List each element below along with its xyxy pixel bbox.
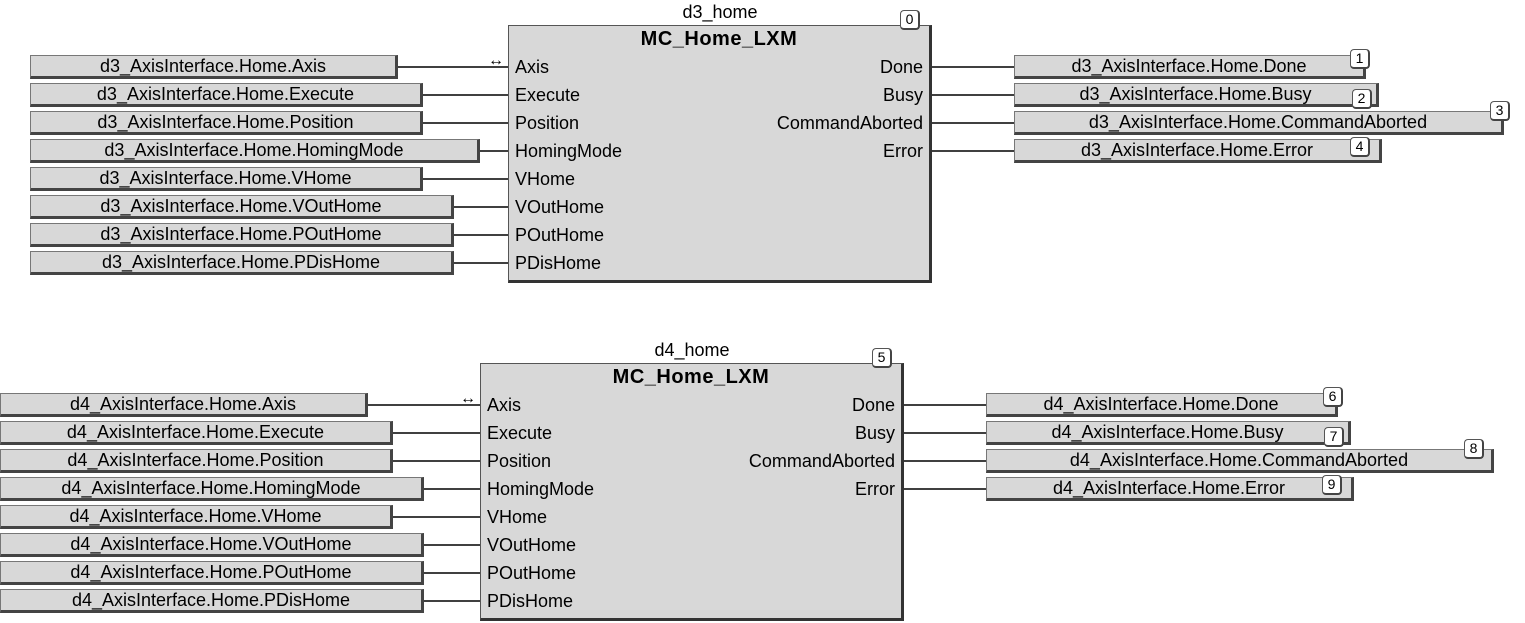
output-order-badge: 1 bbox=[1350, 49, 1370, 69]
input-variable-box[interactable]: d3_AxisInterface.Home.VOutHome bbox=[30, 195, 454, 219]
output-pin: Busy bbox=[882, 85, 923, 105]
block-order-badge: 0 bbox=[900, 10, 920, 30]
input-variable-box[interactable]: d3_AxisInterface.Home.PDisHome bbox=[30, 251, 454, 275]
input-variable-box[interactable]: d3_AxisInterface.Home.VHome bbox=[30, 167, 423, 191]
output-pin: CommandAborted bbox=[748, 451, 895, 471]
output-pin: Done bbox=[879, 57, 923, 77]
input-pin: Axis bbox=[487, 395, 522, 415]
input-pin: POutHome bbox=[515, 225, 605, 245]
output-order-badge: 4 bbox=[1350, 137, 1370, 157]
block-instance-name: d4_home bbox=[654, 340, 730, 360]
block-order-badge: 5 bbox=[872, 348, 892, 368]
output-pin: CommandAborted bbox=[776, 113, 923, 133]
input-pin: VOutHome bbox=[515, 197, 605, 217]
output-variable-box[interactable]: d3_AxisInterface.Home.CommandAborted bbox=[1014, 111, 1504, 135]
input-variable-box[interactable]: d4_AxisInterface.Home.Position bbox=[0, 449, 393, 473]
output-variable-box[interactable]: d4_AxisInterface.Home.Busy bbox=[986, 421, 1351, 445]
output-pin: Error bbox=[855, 479, 895, 499]
input-pin: HomingMode bbox=[487, 479, 595, 499]
output-order-badge: 7 bbox=[1324, 427, 1344, 447]
output-order-badge: 8 bbox=[1464, 439, 1484, 459]
input-pin: Execute bbox=[515, 85, 581, 105]
input-pin: VHome bbox=[515, 169, 576, 189]
output-variable-box[interactable]: d4_AxisInterface.Home.Error bbox=[986, 477, 1354, 501]
output-order-badge: 2 bbox=[1352, 89, 1372, 109]
input-pin: Position bbox=[515, 113, 580, 133]
input-variable-box[interactable]: d4_AxisInterface.Home.VHome bbox=[0, 505, 393, 529]
input-pin: HomingMode bbox=[515, 141, 623, 161]
inout-arrow-icon: ↔ bbox=[460, 390, 476, 407]
output-variable-box[interactable]: d3_AxisInterface.Home.Done bbox=[1014, 55, 1366, 79]
output-variable-box[interactable]: d4_AxisInterface.Home.Done bbox=[986, 393, 1338, 417]
inout-arrow-icon: ↔ bbox=[488, 52, 504, 69]
output-variable-box[interactable]: d3_AxisInterface.Home.Error bbox=[1014, 139, 1382, 163]
input-variable-box[interactable]: d4_AxisInterface.Home.PDisHome bbox=[0, 589, 424, 613]
input-pin: PDisHome bbox=[515, 253, 602, 273]
input-pin: VOutHome bbox=[487, 535, 577, 555]
input-variable-box[interactable]: d3_AxisInterface.Home.Axis bbox=[30, 55, 398, 79]
input-variable-box[interactable]: d4_AxisInterface.Home.POutHome bbox=[0, 561, 424, 585]
input-pin: Position bbox=[487, 451, 552, 471]
output-pin: Busy bbox=[854, 423, 895, 443]
block-type-name: MC_Home_LXM bbox=[640, 28, 798, 50]
output-order-badge: 6 bbox=[1323, 387, 1343, 407]
output-order-badge: 3 bbox=[1490, 101, 1510, 121]
input-variable-box[interactable]: d3_AxisInterface.Home.POutHome bbox=[30, 223, 454, 247]
block-type-name: MC_Home_LXM bbox=[612, 366, 770, 388]
input-variable-box[interactable]: d3_AxisInterface.Home.HomingMode bbox=[30, 139, 480, 163]
input-variable-box[interactable]: d3_AxisInterface.Home.Position bbox=[30, 111, 423, 135]
output-variable-box[interactable]: d4_AxisInterface.Home.CommandAborted bbox=[986, 449, 1494, 473]
output-order-badge: 9 bbox=[1322, 475, 1342, 495]
input-pin: Axis bbox=[515, 57, 550, 77]
input-pin: POutHome bbox=[487, 563, 577, 583]
block-instance-name: d3_home bbox=[682, 2, 758, 22]
output-pin: Done bbox=[851, 395, 895, 415]
input-variable-box[interactable]: d3_AxisInterface.Home.Execute bbox=[30, 83, 423, 107]
output-variable-box[interactable]: d3_AxisInterface.Home.Busy bbox=[1014, 83, 1379, 107]
input-variable-box[interactable]: d4_AxisInterface.Home.VOutHome bbox=[0, 533, 424, 557]
input-pin: PDisHome bbox=[487, 591, 574, 611]
input-variable-box[interactable]: d4_AxisInterface.Home.HomingMode bbox=[0, 477, 424, 501]
output-pin: Error bbox=[883, 141, 923, 161]
input-variable-box[interactable]: d4_AxisInterface.Home.Axis bbox=[0, 393, 368, 417]
input-pin: VHome bbox=[487, 507, 548, 527]
input-variable-box[interactable]: d4_AxisInterface.Home.Execute bbox=[0, 421, 393, 445]
input-pin: Execute bbox=[487, 423, 553, 443]
